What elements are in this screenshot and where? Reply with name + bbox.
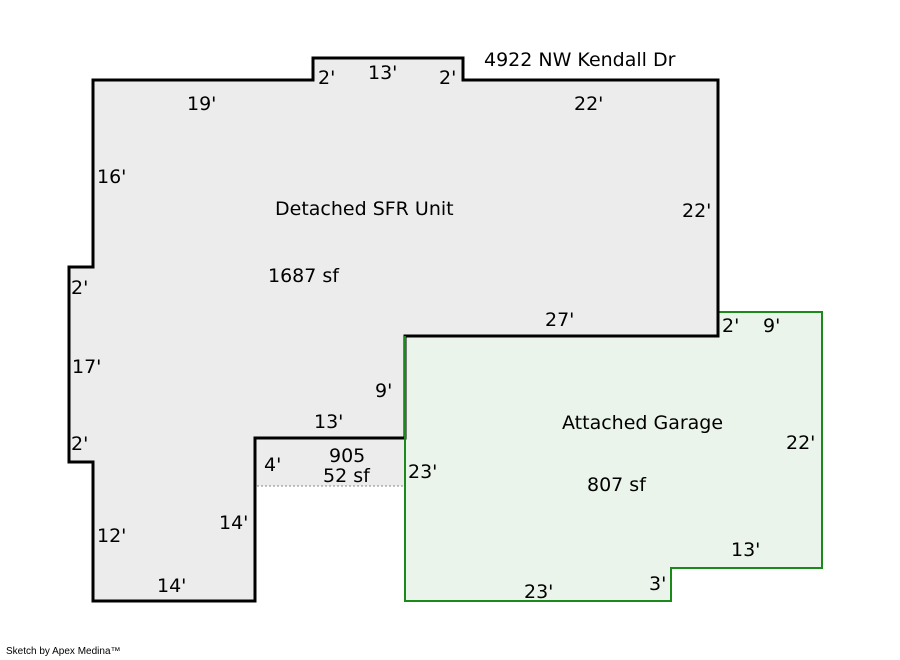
dimension-label: 17'	[72, 356, 101, 378]
dimension-label: 22'	[786, 432, 815, 454]
dimension-label: 2'	[318, 67, 335, 89]
sketch-credit: Sketch by Apex Medina™	[6, 646, 121, 657]
dimension-label: 2'	[722, 315, 739, 337]
dimension-label: 12'	[97, 525, 126, 547]
dimension-label: 22'	[682, 200, 711, 222]
house-name-label: Detached SFR Unit	[275, 198, 454, 220]
dimension-label: 2'	[439, 67, 456, 89]
house-area-label: 1687 sf	[268, 265, 340, 287]
dimension-label: 16'	[97, 166, 126, 188]
porch-area	[255, 438, 405, 486]
dimension-label: 13'	[314, 411, 343, 433]
garage-area-label: 807 sf	[587, 474, 647, 496]
dimension-label: 2'	[71, 433, 88, 455]
dimension-label: 19'	[187, 93, 216, 115]
porch-name-label: 905	[329, 445, 365, 467]
dimension-label: 3'	[649, 573, 666, 595]
dimension-label: 13'	[368, 62, 397, 84]
porch-area-label: 52 sf	[323, 465, 371, 487]
dimension-label: 9'	[375, 380, 392, 402]
dimension-label: 22'	[574, 93, 603, 115]
dimension-label: 13'	[731, 539, 760, 561]
dimension-label: 14'	[219, 512, 248, 534]
garage-name-label: Attached Garage	[562, 412, 723, 434]
dimension-label: 23'	[524, 581, 553, 603]
dimension-label: 23'	[408, 461, 437, 483]
dimension-label: 4'	[264, 454, 281, 476]
address-label: 4922 NW Kendall Dr	[484, 49, 676, 71]
dimension-label: 27'	[545, 309, 574, 331]
dimension-label: 14'	[157, 575, 186, 597]
dimension-label: 2'	[71, 277, 88, 299]
dimension-label: 9'	[763, 315, 780, 337]
